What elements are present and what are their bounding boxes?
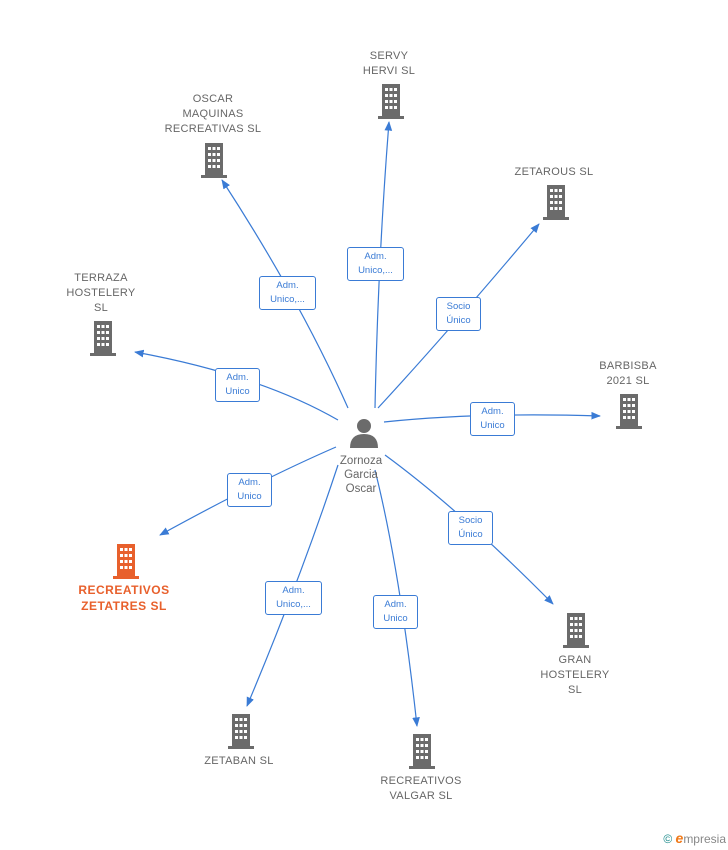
- company-label-zetarous[interactable]: ZETAROUS SL: [514, 166, 594, 178]
- relation-badge-servy: Adm. Unico,...: [347, 247, 404, 281]
- relation-badge-zetarous: Socio Único: [436, 297, 481, 331]
- building-icon[interactable]: [201, 143, 227, 178]
- building-icon[interactable]: [543, 185, 569, 220]
- company-label-valgar[interactable]: RECREATIVOS VALGAR SL: [380, 775, 462, 802]
- relation-badge-gran: Socio Único: [448, 511, 493, 545]
- relation-badge-valgar: Adm. Unico: [373, 595, 418, 629]
- building-icon[interactable]: [616, 394, 642, 429]
- company-label-servy[interactable]: SERVY HERVI SL: [362, 50, 416, 77]
- brand-name: mpresia: [683, 832, 726, 846]
- person-name[interactable]: Zornoza Garcia Oscar: [339, 455, 383, 495]
- building-icon[interactable]: [113, 544, 139, 579]
- company-label-oscar[interactable]: OSCAR MAQUINAS RECREATIVAS SL: [164, 93, 262, 135]
- company-label-terraza[interactable]: TERRAZA HOSTELERY SL: [66, 272, 136, 314]
- brand-initial: e: [675, 830, 684, 846]
- relation-badge-zetatres: Adm. Unico: [227, 473, 272, 507]
- person-icon[interactable]: [350, 419, 378, 448]
- copyright-icon: ©: [663, 832, 673, 846]
- relation-badge-terraza: Adm. Unico: [215, 368, 260, 402]
- building-icon[interactable]: [409, 734, 435, 769]
- relation-badge-barbisba: Adm. Unico: [470, 402, 515, 436]
- relation-badge-oscar: Adm. Unico,...: [259, 276, 316, 310]
- company-label-zetaban[interactable]: ZETABAN SL: [204, 755, 274, 767]
- building-icon[interactable]: [228, 714, 254, 749]
- building-icon[interactable]: [563, 613, 589, 648]
- company-label-barbisba[interactable]: BARBISBA 2021 SL: [599, 360, 657, 387]
- brand-logo[interactable]: © empresia: [663, 830, 726, 846]
- company-label-gran[interactable]: GRAN HOSTELERY SL: [540, 654, 610, 696]
- building-icon[interactable]: [90, 321, 116, 356]
- company-label-zetatres[interactable]: RECREATIVOS ZETATRES SL: [78, 583, 170, 613]
- edge-valgar: [374, 469, 420, 727]
- relation-badge-zetaban: Adm. Unico,...: [265, 581, 322, 615]
- building-icon[interactable]: [378, 84, 404, 119]
